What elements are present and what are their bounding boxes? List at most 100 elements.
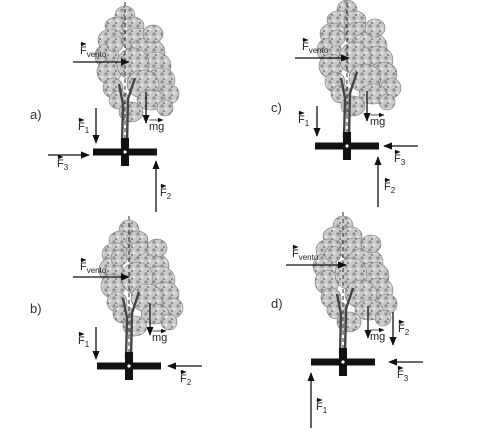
force-name: F3 (57, 158, 69, 172)
pivot-point (341, 360, 345, 364)
force-symbol: mg (149, 121, 164, 133)
force-name: F1 (78, 121, 90, 135)
force-symbol: F (398, 323, 405, 335)
force-symbol: F (397, 369, 404, 381)
force-label: F1 (316, 397, 328, 415)
force-subscript: vento (299, 253, 319, 262)
force-subscript: vento (87, 266, 107, 275)
force-name: F1 (316, 401, 328, 415)
force-name: F1 (78, 335, 90, 349)
force-label: Fvento (80, 257, 107, 275)
force-label: F2 (398, 319, 410, 337)
force-label: F3 (394, 149, 406, 167)
force-label: Fvento (80, 41, 107, 59)
pivot-point (127, 364, 131, 368)
option-label: d) (271, 296, 283, 311)
option-label: a) (30, 107, 42, 122)
force-name: F2 (160, 187, 172, 201)
force-subscript: 3 (401, 158, 406, 167)
force-subscript: vento (309, 46, 329, 55)
force-name: F3 (394, 153, 406, 167)
force-symbol: F (394, 153, 401, 165)
tree-foliage-blob (364, 18, 386, 38)
force-symbol: F (80, 261, 87, 273)
force-label: mg (370, 327, 385, 343)
force-symbol: F (384, 181, 391, 193)
force-name: Fvento (80, 45, 107, 59)
force-symbol: F (57, 158, 64, 170)
force-symbol: F (180, 373, 187, 385)
force-name: mg (370, 116, 385, 128)
tree-trunk (121, 291, 141, 359)
force-subscript: 1 (305, 119, 310, 128)
tree-foliage-blob (142, 24, 164, 44)
force-label: F3 (57, 154, 69, 172)
force-name: F2 (398, 323, 410, 337)
force-symbol: F (298, 114, 305, 126)
tree-foliage-blob (110, 249, 128, 267)
force-label: F1 (78, 331, 90, 349)
tree-foliage-blob (378, 93, 396, 111)
force-subscript: 2 (167, 192, 172, 201)
force-name: F2 (384, 181, 396, 195)
force-symbol: F (78, 121, 85, 133)
force-subscript: 2 (391, 186, 396, 195)
force-label: mg (370, 112, 385, 128)
force-name: Fvento (292, 248, 319, 262)
force-subscript: 1 (85, 340, 90, 349)
force-label: Fvento (302, 37, 329, 55)
option-label: b) (30, 301, 42, 316)
force-label: F2 (180, 369, 192, 387)
tree-foliage-blob (156, 99, 174, 117)
force-symbol: F (302, 41, 309, 53)
force-name: F2 (180, 373, 192, 387)
force-symbol: mg (370, 331, 385, 343)
tree-foliage-blob (374, 309, 392, 327)
tree-foliage-blob (324, 245, 342, 263)
tree-trunk (335, 287, 355, 355)
force-label: F3 (397, 365, 409, 383)
force-symbol: mg (370, 116, 385, 128)
force-symbol: F (78, 335, 85, 347)
force-symbol: F (160, 187, 167, 199)
option-label: c) (271, 100, 282, 115)
force-label: F1 (78, 117, 90, 135)
force-name: mg (370, 331, 385, 343)
force-name: mg (149, 121, 164, 133)
force-symbol: F (292, 248, 299, 260)
force-label: F1 (298, 110, 310, 128)
force-subscript: 1 (323, 406, 328, 415)
tree-trunk (117, 77, 137, 145)
force-subscript: 3 (64, 163, 69, 172)
force-name: mg (152, 332, 167, 344)
tree-foliage-blob (106, 35, 124, 53)
force-symbol: F (316, 401, 323, 413)
force-subscript: 2 (187, 378, 192, 387)
force-subscript: 1 (85, 126, 90, 135)
force-label: Fvento (292, 244, 319, 262)
force-label: F2 (160, 183, 172, 201)
tree-foliage-blob (146, 238, 168, 258)
force-label: mg (149, 117, 164, 133)
force-subscript: vento (87, 50, 107, 59)
force-subscript: 2 (405, 328, 410, 337)
tree-foliage-blob (328, 29, 346, 47)
tree-foliage-blob (160, 313, 178, 331)
force-name: F1 (298, 114, 310, 128)
force-symbol: F (80, 45, 87, 57)
force-name: Fvento (80, 261, 107, 275)
pivot-point (345, 144, 349, 148)
force-name: Fvento (302, 41, 329, 55)
force-label: F2 (384, 177, 396, 195)
pivot-point (123, 150, 127, 154)
force-symbol: mg (152, 332, 167, 344)
force-name: F3 (397, 369, 409, 383)
force-subscript: 3 (404, 374, 409, 383)
tree-trunk (339, 71, 359, 139)
force-label: mg (152, 328, 167, 344)
